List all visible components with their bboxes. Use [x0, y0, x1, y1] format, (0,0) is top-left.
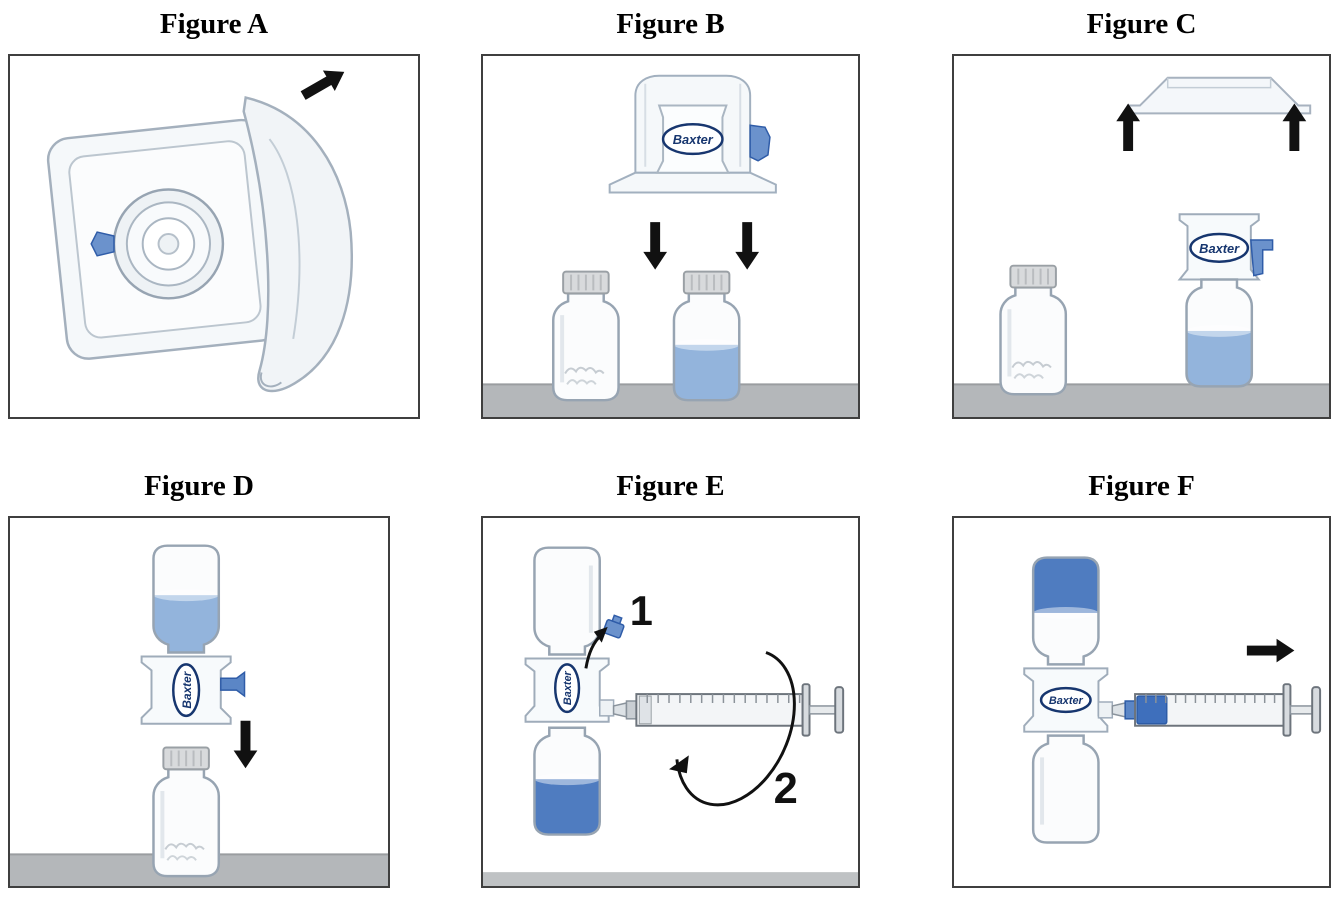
figure-f-box: Baxter [952, 516, 1331, 888]
inverted-empty-vial [534, 548, 599, 655]
figure-d-panel: Figure D Baxter [8, 470, 390, 888]
figure-e-illustration: Baxter 1 [483, 518, 858, 886]
powder-vial [153, 748, 218, 877]
powder-vial [553, 272, 618, 401]
syringe [612, 683, 845, 737]
empty-vial [1033, 736, 1098, 843]
figure-f-panel: Figure F Baxter [952, 470, 1331, 888]
vial-adapter: Baxter [140, 655, 246, 725]
figure-a-title: Figure A [159, 8, 269, 40]
figure-c-title: Figure C [1086, 8, 1197, 40]
step-2-label: 2 [774, 765, 798, 813]
adapter-top-view [90, 188, 225, 300]
peel-lid [242, 96, 353, 393]
figure-e-box: Baxter 1 [481, 516, 860, 888]
adapter-clamp [749, 124, 771, 162]
adapter-handle [220, 670, 246, 698]
powder-vial [1001, 266, 1066, 395]
down-arrow-icon [233, 720, 258, 769]
baxter-logo: Baxter [661, 123, 724, 156]
figure-d-title: Figure D [144, 470, 254, 502]
vial-adapter: Baxter [1023, 667, 1114, 733]
baxter-logo-text: Baxter [1049, 695, 1084, 707]
baxter-logo-text: Baxter [180, 670, 194, 708]
figure-d-illustration: Baxter [10, 518, 388, 886]
figure-b-panel: Figure B Baxter [481, 8, 860, 419]
figure-d-box: Baxter [8, 516, 390, 888]
plunger-stopper [1136, 695, 1168, 725]
baxter-logo: Baxter [553, 663, 581, 714]
figure-f-title: Figure F [1088, 470, 1195, 502]
adapter-package: Baxter [608, 74, 777, 194]
rotate-syringe-arrow-icon [669, 651, 796, 807]
figure-e-panel: Figure E Baxter [481, 470, 860, 888]
adapter-clamp [1250, 239, 1274, 277]
figure-e-title: Figure E [616, 470, 725, 502]
figure-c-box: Baxter [952, 54, 1331, 419]
baxter-logo: Baxter [1189, 232, 1250, 263]
figure-c-illustration: Baxter [954, 76, 1329, 417]
step-1-label: 1 [630, 587, 653, 634]
down-arrow-icon [735, 222, 760, 270]
package-cover [1127, 76, 1312, 115]
figure-c-panel: Figure C Baxter [952, 8, 1331, 419]
figure-b-title: Figure B [616, 8, 725, 40]
remove-cap-arrow-icon [584, 626, 608, 669]
baxter-logo-text: Baxter [673, 132, 714, 147]
adapter-clamp [90, 231, 115, 257]
floor [483, 872, 858, 886]
figure-a-box [8, 54, 420, 419]
baxter-logo: Baxter [1039, 686, 1092, 714]
inverted-vial-with-solution [1033, 558, 1098, 665]
diluent-vial [1187, 280, 1252, 387]
vial-adapter: Baxter [1177, 213, 1274, 281]
figure-a-illustration [46, 61, 353, 393]
floor [483, 383, 858, 417]
syringe [1111, 683, 1322, 737]
vial-adapter: Baxter [524, 657, 615, 723]
removed-cap [602, 614, 625, 639]
figure-b-box: Baxter [481, 54, 860, 419]
diluent-vial [674, 272, 739, 401]
syringe-port [1097, 701, 1114, 719]
figure-a-panel: Figure A [8, 8, 420, 419]
baxter-logo-text: Baxter [562, 670, 574, 705]
inverted-diluent-vial [153, 546, 218, 653]
figure-b-illustration: Baxter [483, 74, 858, 417]
baxter-logo: Baxter [172, 663, 201, 718]
graduation-marks [646, 694, 801, 703]
down-arrow-icon [643, 222, 668, 270]
baxter-logo-text: Baxter [1199, 241, 1240, 256]
vial-with-solution [534, 728, 599, 835]
withdraw-arrow-icon [1246, 638, 1295, 663]
graduation-marks [1145, 694, 1276, 703]
peel-direction-arrow-icon [297, 61, 351, 106]
figure-f-illustration: Baxter [1023, 518, 1322, 886]
syringe-port [599, 699, 615, 717]
